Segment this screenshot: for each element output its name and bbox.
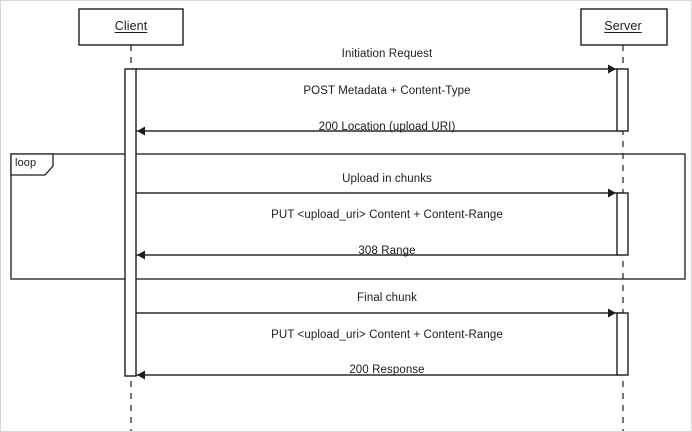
loop-fragment-label: loop (15, 157, 37, 169)
message-label-308-range: 308 Range (358, 245, 416, 257)
message-label-200-response: 200 Response (349, 364, 425, 376)
activation-bar-client (124, 68, 137, 377)
activation-bar-server-2 (616, 192, 629, 256)
loop-fragment-frame (10, 153, 686, 280)
activation-bar-server-1 (616, 68, 629, 132)
message-label-200-location: 200 Location (upload URI) (318, 121, 456, 133)
group-label-upload-chunks: Upload in chunks (342, 173, 432, 185)
actor-label-server: Server (604, 19, 642, 33)
actor-box-server[interactable] (580, 8, 668, 46)
activation-bar-server-3 (616, 312, 629, 376)
loop-fragment-tab (10, 153, 54, 176)
message-label-post-metadata: POST Metadata + Content-Type (303, 85, 471, 97)
group-label-initiation: Initiation Request (341, 48, 433, 60)
actor-box-client[interactable] (78, 8, 184, 46)
group-label-final-chunk: Final chunk (357, 292, 417, 304)
message-label-put-final: PUT <upload_uri> Content + Content-Range (271, 329, 503, 341)
actor-label-client: Client (114, 19, 148, 33)
message-label-put-chunk: PUT <upload_uri> Content + Content-Range (271, 209, 503, 221)
